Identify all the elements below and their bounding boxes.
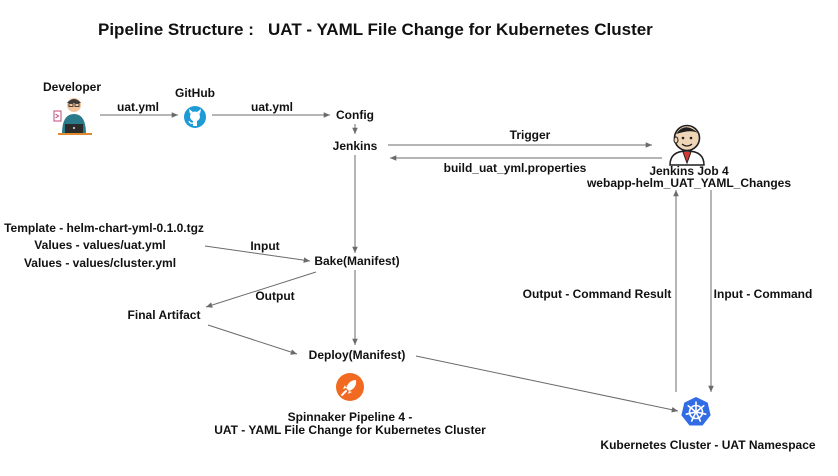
edge-final-artifact-deploy	[207, 324, 298, 355]
edge-deploy-kubernetes	[415, 355, 679, 413]
jenkins-label: Jenkins	[332, 139, 378, 153]
spinnaker-label-line2: UAT - YAML File Change for Kubernetes Cl…	[214, 423, 486, 437]
final-artifact-label: Final Artifact	[127, 308, 201, 322]
kubernetes-label: Kubernetes Cluster - UAT Namespace	[600, 438, 816, 452]
jenkins-job-label-line1: Jenkins Job 4	[649, 164, 729, 178]
bake-manifest-label: Bake(Manifest)	[314, 254, 400, 268]
values-cluster-label: Values - values/cluster.yml	[23, 256, 177, 270]
github-label: GitHub	[175, 86, 215, 100]
jenkins-job-label-line2: webapp-helm_UAT_YAML_Changes	[586, 176, 792, 190]
template-label: Template - helm-chart-yml-0.1.0.tgz	[4, 221, 204, 235]
edge-label-build-properties: build_uat_yml.properties	[443, 161, 587, 175]
kubernetes-wheel-icon	[681, 397, 711, 426]
edge-label-output-command-result: Output - Command Result	[522, 287, 672, 301]
jenkins-butler-icon	[669, 124, 705, 166]
diagram-title: Pipeline Structure : UAT - YAML File Cha…	[98, 20, 653, 39]
edge-label-trigger: Trigger	[509, 128, 551, 142]
spinnaker-rocket-icon	[336, 373, 364, 401]
config-label: Config	[336, 108, 374, 122]
edge-label-github-to-config: uat.yml	[250, 100, 294, 114]
edge-label-input: Input	[250, 239, 280, 253]
edge-bake-final-artifact	[205, 271, 317, 308]
github-octocat-icon	[184, 106, 206, 128]
spinnaker-label-line1: Spinnaker Pipeline 4 -	[287, 410, 413, 424]
developer-person-icon	[53, 98, 92, 135]
edge-label-dev-to-github: uat.yml	[116, 100, 160, 114]
edge-input-bake	[204, 245, 311, 263]
developer-label: Developer	[42, 80, 102, 94]
deploy-manifest-label: Deploy(Manifest)	[308, 348, 406, 362]
edge-label-output: Output	[255, 289, 295, 303]
edge-label-input-command: Input - Command	[713, 287, 813, 301]
values-uat-label: Values - values/uat.yml	[34, 238, 166, 252]
